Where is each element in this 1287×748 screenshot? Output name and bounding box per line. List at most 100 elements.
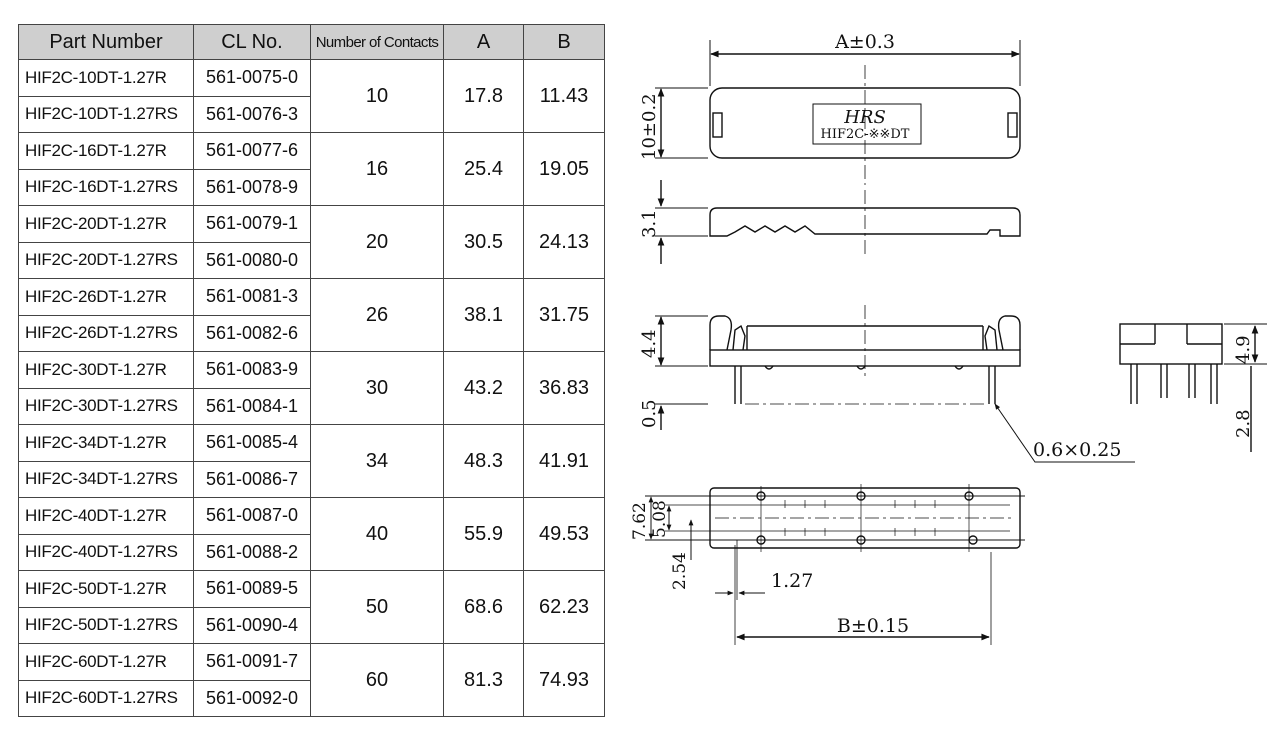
part-number-cell: HIF2C-34DT-1.27RS: [18, 460, 194, 498]
label-dim-10: 10±0.2: [639, 93, 660, 160]
part-number-cell: HIF2C-40DT-1.27RS: [18, 533, 194, 571]
dimension-b-cell: 49.53: [523, 497, 605, 571]
cl-number-cell: 561-0090-4: [193, 606, 311, 644]
cl-number-cell: 561-0084-1: [193, 387, 311, 425]
drawing-labels: A±0.3 10±0.2 HRS HIF2C-※※DT 3.1 4.4 0.5 …: [630, 31, 1254, 637]
label-model: HIF2C-※※DT: [821, 127, 910, 142]
dimension-a-cell: 43.2: [443, 351, 524, 425]
side-view: [655, 180, 1021, 264]
label-dim-4-4: 4.4: [639, 329, 660, 358]
label-dim-5-08: 5.08: [650, 500, 670, 538]
dimension-b-cell: 74.93: [523, 643, 605, 717]
dimension-b-cell: 41.91: [523, 424, 605, 498]
dimension-a-cell: 38.1: [443, 278, 524, 352]
contacts-cell: 34: [310, 424, 444, 498]
contacts-cell: 30: [310, 351, 444, 425]
dimension-a-cell: 30.5: [443, 205, 524, 279]
cl-number-cell: 561-0089-5: [193, 570, 311, 608]
part-number-cell: HIF2C-10DT-1.27RS: [18, 95, 194, 133]
contacts-cell: 60: [310, 643, 444, 717]
cl-number-cell: 561-0075-0: [193, 59, 311, 97]
label-dim-b: B±0.15: [837, 615, 909, 637]
header-a: A: [443, 24, 524, 60]
dimension-a-cell: 81.3: [443, 643, 524, 717]
spec-table: Part Number CL No. Number of Contacts A …: [18, 24, 605, 717]
label-pin-section: 0.6×0.25: [1033, 439, 1121, 461]
part-number-cell: HIF2C-20DT-1.27R: [18, 205, 194, 243]
part-number-cell: HIF2C-60DT-1.27RS: [18, 679, 194, 717]
part-number-cell: HIF2C-26DT-1.27R: [18, 278, 194, 316]
footprint-view: [645, 484, 1025, 645]
cl-number-cell: 561-0088-2: [193, 533, 311, 571]
cl-number-cell: 561-0083-9: [193, 351, 311, 389]
cl-number-cell: 561-0077-6: [193, 132, 311, 170]
cl-number-cell: 561-0085-4: [193, 424, 311, 462]
part-number-cell: HIF2C-16DT-1.27R: [18, 132, 194, 170]
part-number-cell: HIF2C-40DT-1.27R: [18, 497, 194, 535]
cl-number-cell: 561-0079-1: [193, 205, 311, 243]
cl-number-cell: 561-0087-0: [193, 497, 311, 535]
label-logo: HRS: [843, 107, 886, 128]
part-number-cell: HIF2C-60DT-1.27R: [18, 643, 194, 681]
header-cl-no: CL No.: [193, 24, 311, 60]
part-number-cell: HIF2C-50DT-1.27RS: [18, 606, 194, 644]
part-number-cell: HIF2C-10DT-1.27R: [18, 59, 194, 97]
label-dim-a: A±0.3: [834, 31, 895, 53]
contacts-cell: 10: [310, 59, 444, 133]
dimension-b-cell: 62.23: [523, 570, 605, 644]
front-view: [655, 305, 1135, 463]
connector-drawing: A±0.3 10±0.2 HRS HIF2C-※※DT 3.1 4.4 0.5 …: [630, 31, 1267, 645]
cl-number-cell: 561-0091-7: [193, 643, 311, 681]
part-number-cell: HIF2C-20DT-1.27RS: [18, 241, 194, 279]
header-part-number: Part Number: [18, 24, 194, 60]
dimension-a-cell: 55.9: [443, 497, 524, 571]
dimension-b-cell: 19.05: [523, 132, 605, 206]
dimension-b-cell: 31.75: [523, 278, 605, 352]
cl-number-cell: 561-0080-0: [193, 241, 311, 279]
cl-number-cell: 561-0081-3: [193, 278, 311, 316]
label-dim-0-5: 0.5: [639, 399, 660, 428]
label-dim-4-9: 4.9: [1233, 335, 1254, 364]
top-view: [655, 40, 1021, 185]
dimension-b-cell: 11.43: [523, 59, 605, 133]
contacts-cell: 50: [310, 570, 444, 644]
cl-number-cell: 561-0082-6: [193, 314, 311, 352]
dimension-a-cell: 25.4: [443, 132, 524, 206]
table-header-row: Part Number CL No. Number of Contacts A …: [18, 24, 605, 60]
part-number-cell: HIF2C-26DT-1.27RS: [18, 314, 194, 352]
contacts-cell: 26: [310, 278, 444, 352]
contacts-cell: 40: [310, 497, 444, 571]
label-dim-7-62: 7.62: [630, 502, 650, 540]
dimension-a-cell: 48.3: [443, 424, 524, 498]
part-number-cell: HIF2C-16DT-1.27RS: [18, 168, 194, 206]
dimension-a-cell: 17.8: [443, 59, 524, 133]
dimension-b-cell: 24.13: [523, 205, 605, 279]
part-number-cell: HIF2C-30DT-1.27RS: [18, 387, 194, 425]
label-dim-3-1: 3.1: [639, 209, 660, 238]
cl-number-cell: 561-0076-3: [193, 95, 311, 133]
cl-number-cell: 561-0078-9: [193, 168, 311, 206]
part-number-cell: HIF2C-30DT-1.27R: [18, 351, 194, 389]
part-number-cell: HIF2C-50DT-1.27R: [18, 570, 194, 608]
end-view: [1119, 323, 1267, 452]
dimension-a-cell: 68.6: [443, 570, 524, 644]
label-dim-2-8: 2.8: [1233, 409, 1254, 438]
dimension-b-cell: 36.83: [523, 351, 605, 425]
